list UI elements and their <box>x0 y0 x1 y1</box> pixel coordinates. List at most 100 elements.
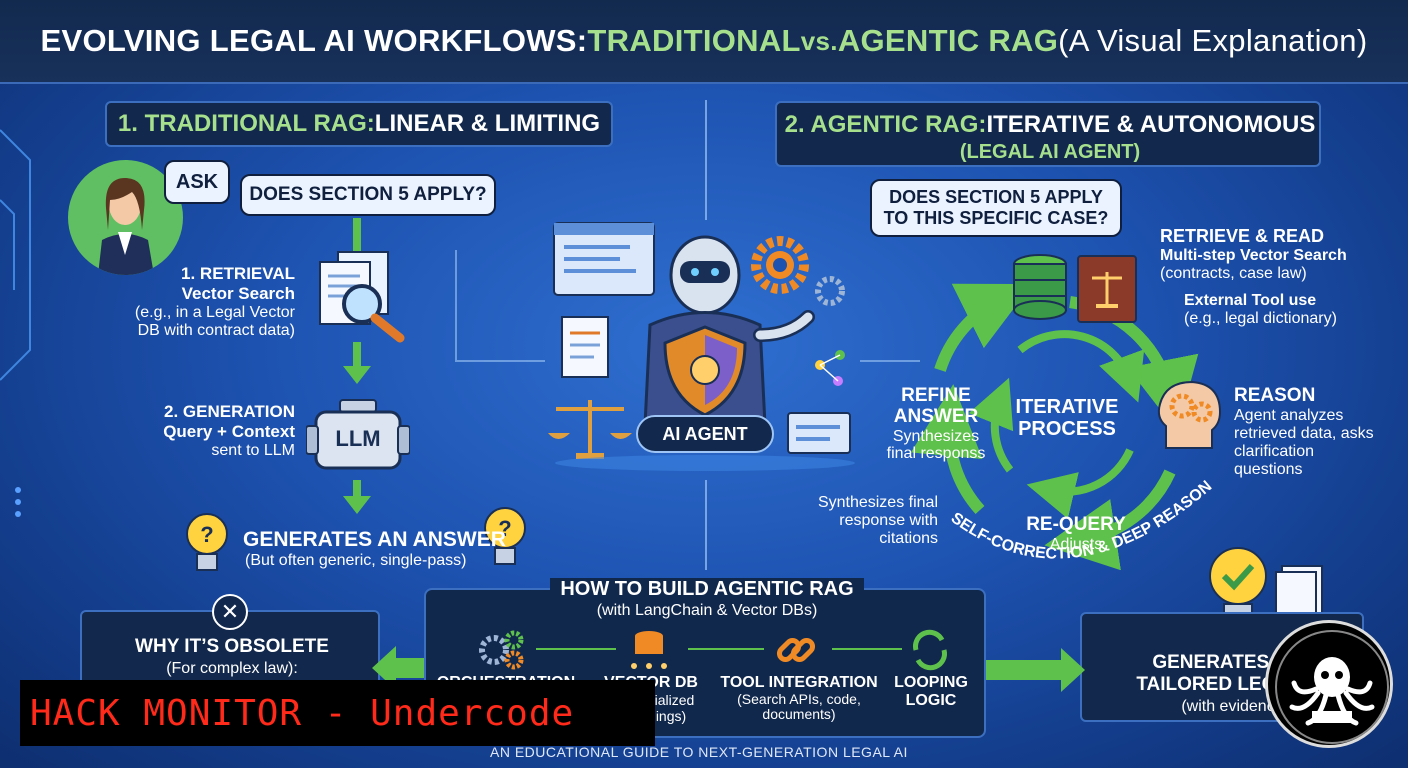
final-answer-desc: (with evidenc <box>1181 698 1275 715</box>
connector-left-h <box>455 360 545 362</box>
agentic-header-num: 2. AGENTIC RAG: <box>784 111 987 138</box>
iterative-line1: ITERATIVE <box>1015 396 1119 418</box>
final-line1: GENERATES A F <box>1152 652 1304 673</box>
refine-line1: REFINE <box>901 385 971 406</box>
tool-integration-desc1: (Search APIs, code, <box>737 690 861 707</box>
tool-text: External Tool use (e.g., legal dictionar… <box>1184 292 1337 328</box>
traditional-header-rest: LINEAR & LIMITING <box>374 110 601 137</box>
obsolete-title: WHY IT’S OBSOLETE <box>135 636 329 657</box>
traditional-header-num: 1. TRADITIONAL RAG: <box>117 110 375 137</box>
question-agentic-line2: TO THIS SPECIFIC CASE? <box>883 208 1109 228</box>
question-bubble-agentic: DOES SECTION 5 APPLY TO THIS SPECIFIC CA… <box>870 179 1122 237</box>
reason-desc1: Agent analyzes <box>1234 407 1344 424</box>
refine-line2: ANSWER <box>893 405 979 427</box>
ai-agent-label: AI AGENT <box>636 415 774 453</box>
ai-agent-illustration: AI AGENT <box>540 205 870 475</box>
answer-text: GENERATES AN ANSWER (But often generic, … <box>243 528 506 570</box>
reason-desc2: retrieved data, asks <box>1234 425 1374 442</box>
agentic-header-sub: (LEGAL AI AGENT) <box>959 141 1141 163</box>
refine-desc1: Synthesizes <box>892 427 980 445</box>
tool-title: External Tool use <box>1184 292 1317 309</box>
requery-desc: Adjusts <box>1049 536 1103 553</box>
reason-desc4: questions <box>1234 461 1303 478</box>
title-part1: EVOLVING LEGAL AI WORKFLOWS: <box>40 23 588 58</box>
close-icon: ✕ <box>212 594 248 630</box>
vector-db-icon <box>631 631 667 669</box>
tool-integration-title: TOOL INTEGRATION <box>720 674 878 691</box>
divider-top <box>705 100 707 220</box>
retrieve-desc: (contracts, case law) <box>1160 265 1307 282</box>
reason-text: REASON Agent analyzes retrieved data, as… <box>1234 385 1374 479</box>
retrieval-text: 1. RETRIEVAL Vector Search (e.g., in a L… <box>100 264 295 340</box>
question-bubble-traditional: DOES SECTION 5 APPLY? <box>240 174 496 216</box>
generation-desc: sent to LLM <box>211 442 295 459</box>
octopus-icon <box>1275 630 1389 744</box>
answer-title: GENERATES AN ANSWER <box>243 528 506 551</box>
watermark-banner: HACK MONITOR - Undercode <box>20 680 655 746</box>
self-correction-arc: SELF-CORRECTION & DEEP REASONING <box>930 380 1215 563</box>
link-icon <box>776 637 816 663</box>
llm-label: LLM <box>335 426 381 451</box>
circuit-decoration <box>0 129 31 517</box>
refine-desc2: final responss <box>886 445 986 463</box>
build-panel: HOW TO BUILD AGENTIC RAG (with LangChain… <box>424 578 986 738</box>
retrieve-sub: Multi-step Vector Search <box>1160 247 1347 264</box>
agentic-header-line: 2. AGENTIC RAG: ITERATIVE & AUTONOMOUS <box>777 111 1323 139</box>
reason-desc3: clarification <box>1234 443 1315 460</box>
agentic-header-rest: ITERATIVE & AUTONOMOUS <box>986 111 1316 138</box>
llm-engine: LLM <box>306 398 410 476</box>
looping-line1: LOOPING <box>894 674 968 691</box>
tool-integration-text: TOOL INTEGRATION (Search APIs, code, doc… <box>714 674 884 722</box>
lightbulb-question-icon: ? <box>186 513 228 571</box>
vectordb-desc2: ings) <box>655 708 687 724</box>
lightbulb-question-icon-2: ? <box>484 507 526 565</box>
refine-text: REFINE ANSWER Synthesizes final responss <box>880 385 992 463</box>
obsolete-desc: (For complex law): <box>166 660 298 677</box>
database-book-icon <box>1013 254 1137 323</box>
svg-text:?: ? <box>200 522 213 547</box>
arrow-right-icon <box>985 648 1085 692</box>
arrow-stem-1 <box>353 218 361 256</box>
synth-line1: Synthesizes final <box>817 494 938 511</box>
title-part2: TRADITIONAL <box>587 23 801 58</box>
retrieval-desc2: DB with contract data) <box>137 322 295 339</box>
document-search-icon <box>319 251 405 343</box>
robot-icon <box>548 222 855 471</box>
head-gears-icon <box>1157 380 1222 449</box>
generation-text: 2. GENERATION Query + Context sent to LL… <box>110 402 295 460</box>
synthesizes-text: Synthesizes final response with citation… <box>790 494 938 548</box>
traditional-header: 1. TRADITIONAL RAG: LINEAR & LIMITING <box>105 101 613 147</box>
title-part3: vs. <box>800 25 838 56</box>
reason-title: REASON <box>1234 385 1316 406</box>
requery-title: RE-QUERY <box>1026 514 1126 535</box>
vectordb-desc1: cialized <box>647 692 695 708</box>
build-title-wrap: HOW TO BUILD AGENTIC RAG <box>426 578 988 601</box>
build-arrow-1 <box>536 648 616 650</box>
arc-text: SELF-CORRECTION & DEEP REASONING <box>930 380 1215 563</box>
connector-right-h <box>860 360 920 362</box>
agentic-header: 2. AGENTIC RAG: ITERATIVE & AUTONOMOUS (… <box>775 101 1321 167</box>
answer-desc: (But often generic, single-pass) <box>245 552 467 569</box>
loop-icon <box>913 629 947 671</box>
svg-text:?: ? <box>498 516 511 541</box>
title-part4: AGENTIC RAG <box>837 23 1059 58</box>
retrieval-desc1: (e.g., in a Legal Vector <box>134 304 295 321</box>
retrieval-sub: Vector Search <box>181 284 295 303</box>
tool-integration-desc2: documents) <box>762 705 836 722</box>
synth-line2: response with <box>839 511 938 529</box>
divider-bottom <box>705 480 707 570</box>
retrieval-title: 1. RETRIEVAL <box>181 264 295 283</box>
generation-title: 2. GENERATION <box>164 402 295 421</box>
iterative-line2: PROCESS <box>1018 418 1116 440</box>
looping-line2: LOGIC <box>905 691 957 709</box>
synth-line3: citations <box>879 529 938 547</box>
arrow-stem-3 <box>353 480 361 498</box>
question-agentic-line1: DOES SECTION 5 APPLY <box>889 187 1103 208</box>
generation-sub: Query + Context <box>163 422 295 441</box>
gears-icon <box>479 630 524 670</box>
build-arrow-3 <box>832 648 902 650</box>
tool-desc: (e.g., legal dictionary) <box>1184 310 1337 327</box>
footer-caption: AN EDUCATIONAL GUIDE TO NEXT-GENERATION … <box>490 744 908 760</box>
build-arrow-2 <box>688 648 764 650</box>
requery-text: RE-QUERY Adjusts <box>1026 514 1126 554</box>
